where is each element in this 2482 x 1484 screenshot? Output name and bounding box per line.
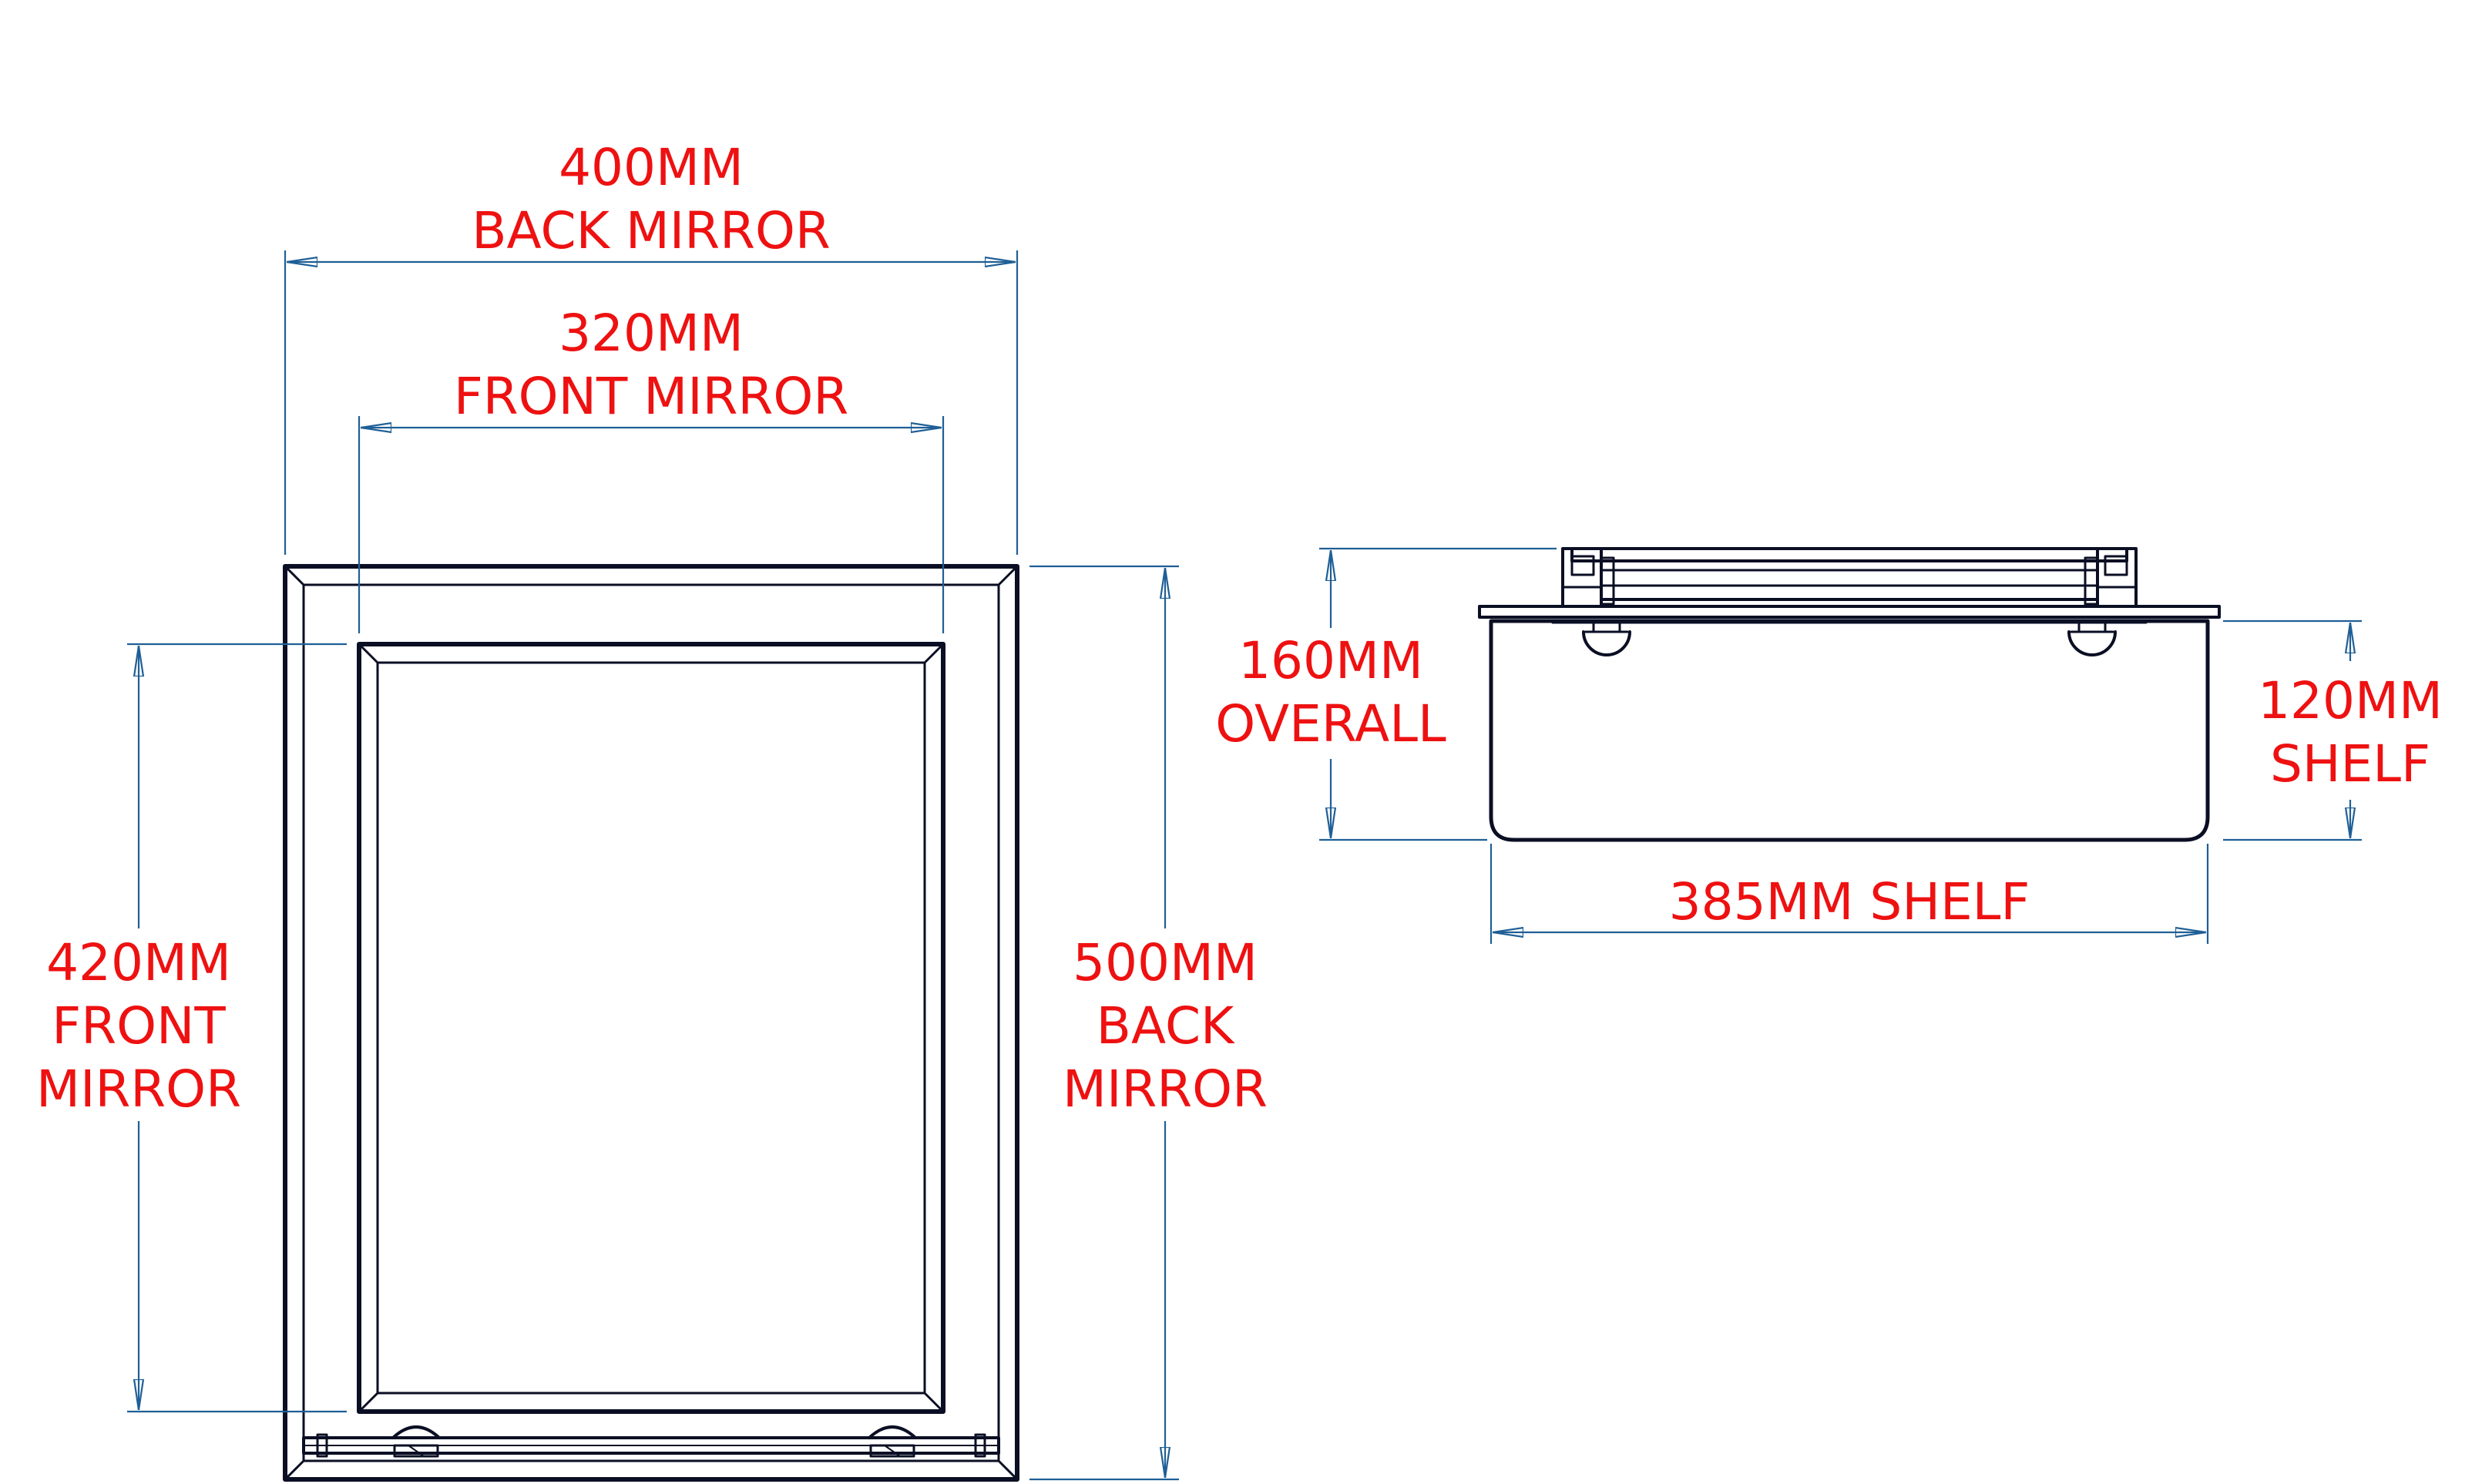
shelf-support-left — [1582, 619, 1631, 656]
front-mirror-bevel-corners — [358, 643, 945, 1413]
shelf-bracket-left — [391, 1425, 441, 1458]
front-height-label-2: MIRROR — [36, 1059, 241, 1119]
shelf-outline — [1489, 619, 2210, 842]
dimension-shelf-width: 385MM SHELF — [1490, 844, 2209, 944]
dimension-back-height: 500MM BACK MIRROR — [1029, 565, 1268, 1481]
front-mirror-outline — [357, 642, 945, 1414]
shelf-support-right — [2067, 619, 2117, 656]
dimension-back-width: 400MM BACK MIRROR — [284, 138, 1019, 555]
back-height-value: 500MM — [1073, 933, 1258, 992]
hinge-right — [2084, 547, 2138, 608]
front-height-value: 420MM — [46, 933, 231, 992]
shelf-depth-value: 120MM — [2258, 671, 2443, 730]
dimension-shelf-depth: 120MM SHELF — [2223, 619, 2443, 841]
shelf-bracket-right — [868, 1425, 917, 1458]
hinge-left — [1561, 547, 1615, 608]
top-view: 160MM OVERALL 120MM SHELF 385MM SHELF — [1215, 547, 2443, 944]
shelf-width-label: 385MM SHELF — [1669, 872, 2030, 932]
front-mirror-inner-edge — [376, 661, 926, 1395]
back-mirror-inner-edge — [302, 583, 1000, 1462]
dimension-front-width: 320MM FRONT MIRROR — [358, 304, 945, 633]
back-width-value: 400MM — [559, 138, 744, 197]
overall-depth-value: 160MM — [1238, 631, 1423, 690]
front-mirror-top-edge — [1570, 547, 2128, 601]
dimension-overall-depth: 160MM OVERALL — [1215, 547, 1557, 841]
back-mirror-outline — [283, 564, 1019, 1482]
back-height-label-2: MIRROR — [1063, 1059, 1268, 1119]
back-width-label: BACK MIRROR — [472, 201, 831, 260]
front-view: 400MM BACK MIRROR 320MM FRONT MIRROR 420… — [36, 138, 1268, 1482]
overall-depth-label: OVERALL — [1215, 694, 1446, 754]
front-height-label-1: FRONT — [52, 996, 226, 1056]
front-width-value: 320MM — [559, 304, 744, 363]
dimension-front-height: 420MM FRONT MIRROR — [36, 643, 347, 1413]
back-height-label-1: BACK — [1097, 996, 1235, 1056]
front-width-label: FRONT MIRROR — [454, 367, 848, 426]
shelf-depth-label: SHELF — [2270, 734, 2430, 794]
back-mirror-bevel-corners — [284, 565, 1019, 1481]
